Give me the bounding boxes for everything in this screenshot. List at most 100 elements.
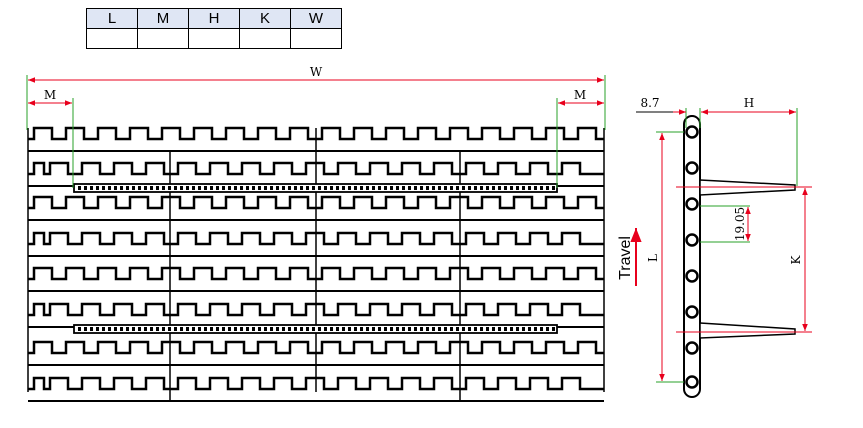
flight-bar-rib [168, 186, 171, 190]
flight-bar-rib [222, 327, 225, 331]
flight-bar-rib [294, 186, 297, 190]
flight-bar-rib [174, 327, 177, 331]
flight-bar-rib [186, 186, 189, 190]
flight-bar-rib [342, 186, 345, 190]
flight-bar-rib [300, 186, 303, 190]
thickness-dimension: 8.7 [636, 96, 701, 128]
header-k: K [239, 8, 291, 29]
flight-bar-rib [84, 327, 87, 331]
flight-bar-rib [360, 186, 363, 190]
flight-bar-rib [306, 186, 309, 190]
flight-bar-rib [102, 327, 105, 331]
flight-bar-rib [186, 327, 189, 331]
length-dimension: L [646, 131, 684, 383]
flight-bar-rib [528, 327, 531, 331]
flight-bar-rib [162, 186, 165, 190]
thickness-label: 8.7 [640, 96, 659, 110]
flight-bar-rib [474, 186, 477, 190]
flight-bar-rib [192, 327, 195, 331]
flight-bar-rib [402, 186, 405, 190]
flight-bar-rib [336, 327, 339, 331]
flight-bar-rib [192, 186, 195, 190]
flight-bar-rib [540, 327, 543, 331]
flight-bar-rib [144, 327, 147, 331]
spec-table: L M H K W [86, 8, 342, 49]
module-row [28, 231, 604, 246]
flight-bar-rib [516, 327, 519, 331]
chain-pin [685, 305, 699, 319]
flight-bar-rib [180, 327, 183, 331]
flight-bar-rib [258, 327, 261, 331]
side-flight-lower [699, 322, 796, 339]
flight-bar-rib [474, 327, 477, 331]
right-margin-label: M [574, 88, 586, 102]
chain-pin [685, 341, 699, 355]
flight-bar-rib [462, 327, 465, 331]
flight-bar-rib [282, 327, 285, 331]
flight-bar-rib [546, 186, 549, 190]
right-margin-dimension: M [556, 88, 604, 188]
chain-pin [685, 269, 699, 283]
flight-bar-rib [420, 327, 423, 331]
flight-bar-rib [456, 327, 459, 331]
flight-bar-rib [408, 327, 411, 331]
travel-label: Travel [617, 236, 634, 280]
flight-bar-rib [522, 327, 525, 331]
flight-bar-rib [294, 327, 297, 331]
flight-bar-rib [414, 327, 417, 331]
flight-bar-rib [180, 186, 183, 190]
flight-bar-rib [468, 327, 471, 331]
spec-value-row [86, 28, 342, 49]
flight-bar-rib [300, 327, 303, 331]
flight-bar-rib [204, 186, 207, 190]
flight-bars [73, 183, 558, 334]
flight-bar-rib [168, 327, 171, 331]
flight-bar-rib [108, 186, 111, 190]
flight-bar-rib [348, 186, 351, 190]
module-row [28, 376, 604, 391]
flight-height-label: H [744, 96, 754, 110]
flight-bar-rib [438, 327, 441, 331]
flight-bar-rib [378, 327, 381, 331]
chain-pin [685, 233, 699, 247]
flight-bar-rib [90, 327, 93, 331]
flight-bar-rib [108, 327, 111, 331]
flight-bar-rib [216, 186, 219, 190]
belt-top-view: W M M [26, 65, 606, 402]
flight-bar-rib [288, 327, 291, 331]
flight-bar-rib [330, 327, 333, 331]
flight-bar-rib [528, 186, 531, 190]
chain-pin [685, 161, 699, 175]
flight-bar-rib [348, 327, 351, 331]
length-label: L [646, 254, 660, 262]
flight-bar-rib [246, 327, 249, 331]
flight-bar-rib [78, 327, 81, 331]
header-m: M [137, 8, 189, 29]
value-w [290, 28, 342, 49]
flight-bar-rib [504, 186, 507, 190]
flight-bar-rib [150, 186, 153, 190]
flight-bar-rib [318, 327, 321, 331]
flight-bar-rib [216, 327, 219, 331]
flight-bar-rib [396, 186, 399, 190]
module-row [28, 302, 604, 317]
flight-bar-rib [432, 327, 435, 331]
flight-bar-rib [498, 327, 501, 331]
flight-bar-rib [366, 186, 369, 190]
flight-bar [73, 324, 558, 334]
flight-bar-rib [384, 186, 387, 190]
flight-bar-rib [486, 327, 489, 331]
flight-bar-rib [426, 327, 429, 331]
flight-spacing-dimension: K [676, 186, 812, 333]
flight-bar-rib [264, 327, 267, 331]
flight-bar-rib [84, 186, 87, 190]
chain-body [683, 115, 701, 398]
flight-bar-rib [420, 186, 423, 190]
flight-bar-rib [228, 327, 231, 331]
flight-bar-rib [120, 186, 123, 190]
flight-bar-rib [120, 327, 123, 331]
flight-bar-rib [450, 327, 453, 331]
flight-bar-rib [354, 186, 357, 190]
flight-bar-rib [138, 186, 141, 190]
flight-bar-rib [126, 186, 129, 190]
